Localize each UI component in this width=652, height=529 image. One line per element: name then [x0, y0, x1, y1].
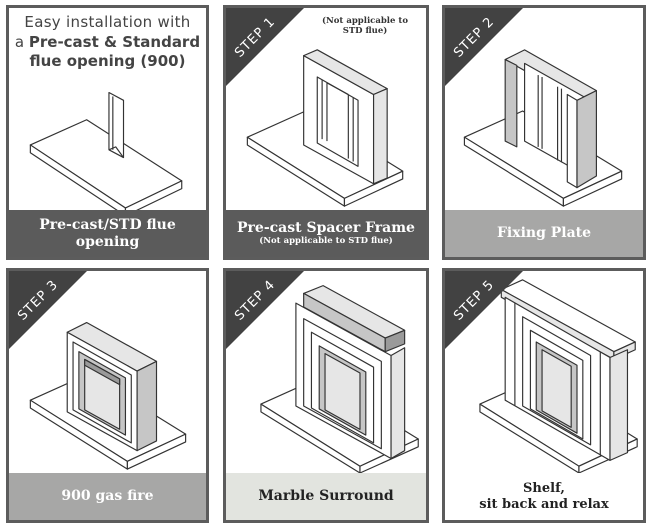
intro-line-2-prefix: a — [14, 32, 29, 51]
panel-step-5: STEP 5 Shelf, sit back and relax — [442, 268, 646, 523]
spacer-frame-illustration — [246, 49, 404, 207]
panel-flue-opening: Easy installation with a Pre-cast & Stan… — [6, 5, 209, 260]
caption-marble-surround: Marble Surround — [226, 473, 426, 520]
caption-line-1: Shelf, — [523, 480, 565, 496]
caption-shelf: Shelf, sit back and relax — [445, 473, 643, 520]
caption-fixing-plate: Fixing Plate — [445, 210, 643, 257]
note-line-2: STD flue) — [342, 26, 388, 37]
gas-fire-illustration — [29, 321, 187, 470]
intro-line-3-bold: flue opening (900) — [29, 52, 186, 70]
caption-flue-opening: Pre-cast/STD flue opening — [9, 210, 206, 257]
panel-step-4: STEP 4 Marble Surround — [223, 268, 429, 523]
caption-line-2: sit back and relax — [479, 496, 609, 512]
marble-surround-illustration — [260, 285, 419, 474]
caption-text: Pre-cast/STD flue opening — [39, 217, 176, 250]
caption-text: Fixing Plate — [496, 225, 592, 242]
intro-line-1: Easy installation with — [24, 13, 191, 31]
intro-line-2: a Pre-cast & Standard — [9, 33, 206, 53]
caption-gas-fire: 900 gas fire — [9, 473, 206, 520]
intro-text: Easy installation with a Pre-cast & Stan… — [9, 13, 206, 72]
caption-spacer-frame: Pre-cast Spacer Frame (Not applicable to… — [226, 210, 426, 257]
caption-text: Pre-cast Spacer Frame — [237, 220, 415, 237]
intro-line-2-bold: Pre-cast & Standard — [28, 32, 201, 51]
panel-step-2: STEP 2 Fixing Plate — [442, 5, 646, 260]
caption-text: Marble Surround — [258, 488, 394, 505]
panel-step-1: STEP 1 (Not applicable to STD flue) Pre-… — [223, 5, 429, 260]
note-line-1: (Not applicable to — [321, 16, 408, 26]
caption-text: 900 gas fire — [61, 488, 154, 505]
caption-subtext: (Not applicable to STD flue) — [259, 236, 393, 247]
step-1-note: (Not applicable to STD flue) — [322, 16, 408, 36]
intro-line-3: flue opening (900) — [9, 52, 206, 72]
panel-step-3: STEP 3 900 gas fire — [6, 268, 209, 523]
shelf-illustration — [479, 279, 638, 474]
flue-opening-illustration — [29, 91, 183, 213]
fixing-plate-illustration — [463, 49, 623, 207]
